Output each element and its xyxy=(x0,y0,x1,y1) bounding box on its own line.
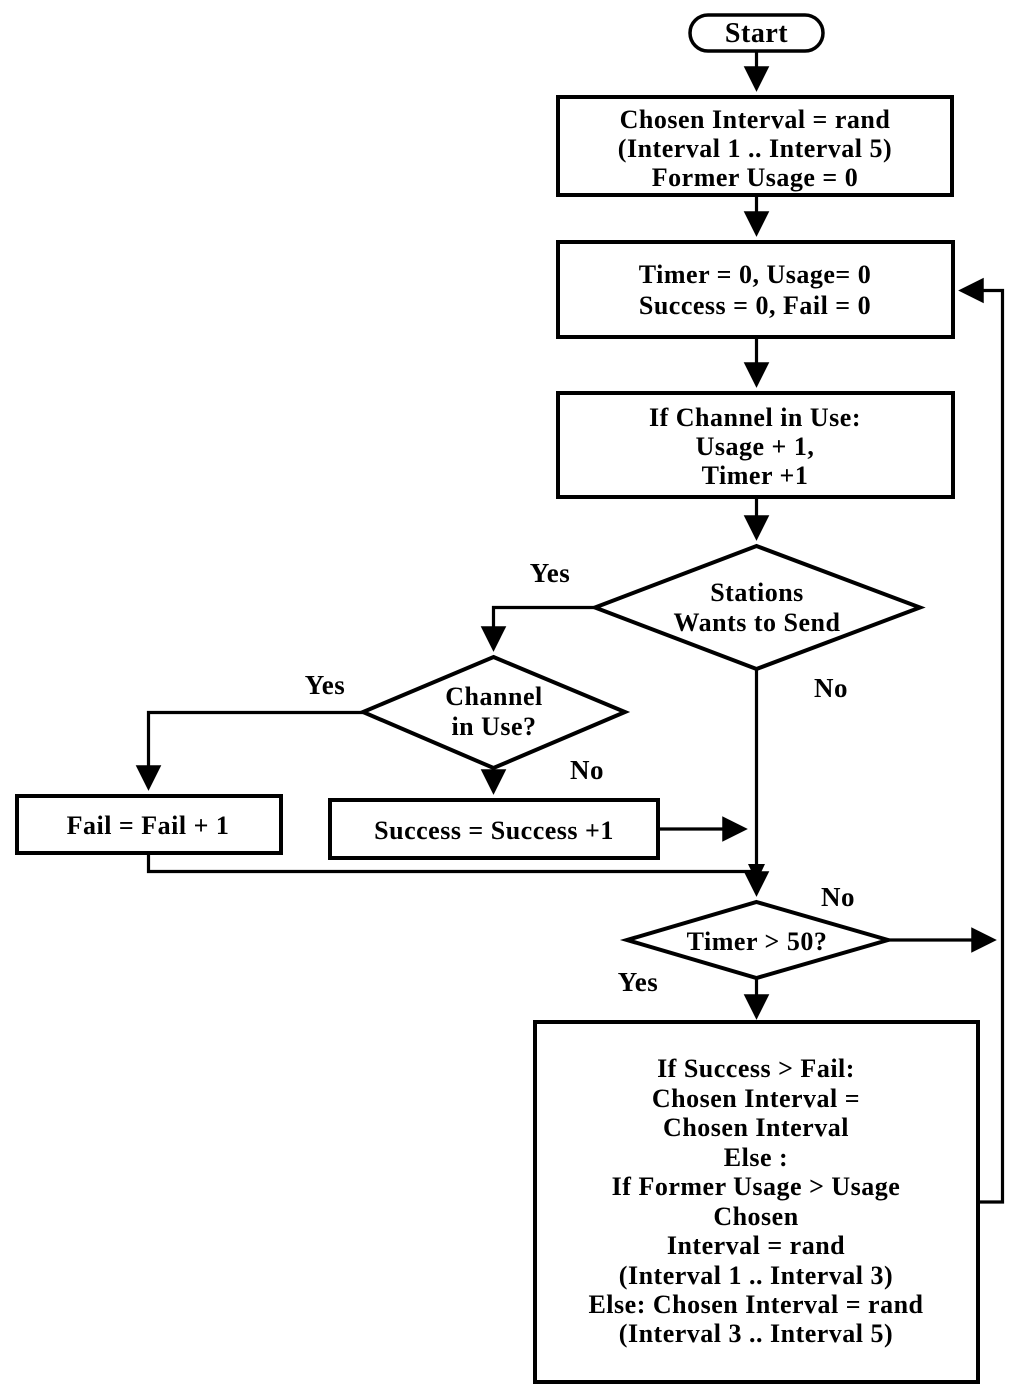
init-box-shape xyxy=(556,95,954,197)
channel-use-line-2: Usage + 1, xyxy=(696,432,815,461)
channel-use-line-1: If Channel in Use: xyxy=(649,403,861,432)
fail-label: Fail = Fail + 1 xyxy=(67,811,230,840)
channel-line-1: Channel xyxy=(445,682,542,711)
timer-no-label: No xyxy=(821,882,855,912)
start-label: Start xyxy=(725,18,788,49)
edge-channel-yes xyxy=(135,710,364,791)
node-start: Start xyxy=(688,13,825,53)
update-line-3: Chosen Interval xyxy=(663,1113,849,1142)
edge-stations-yes xyxy=(480,605,597,652)
node-fail: Fail = Fail + 1 xyxy=(15,794,283,855)
update-line-2: Chosen Interval = xyxy=(652,1084,860,1113)
stations-line-2: Wants to Send xyxy=(674,608,841,637)
node-success: Success = Success +1 xyxy=(328,798,660,860)
timer-yes-label: Yes xyxy=(618,967,659,997)
update-line-4: Else : xyxy=(724,1143,788,1172)
update-line-1: If Success > Fail: xyxy=(657,1054,855,1083)
stations-diamond-shape xyxy=(589,543,926,672)
update-line-10: (Interval 3 .. Interval 5) xyxy=(619,1319,893,1348)
update-box-shape xyxy=(533,1020,980,1384)
update-line-9: Else: Chosen Interval = rand xyxy=(588,1290,923,1319)
success-label: Success = Success +1 xyxy=(374,816,614,845)
reset-box-shape xyxy=(556,240,955,339)
stations-line-1: Stations xyxy=(710,578,804,607)
reset-line-1: Timer = 0, Usage= 0 xyxy=(639,260,871,289)
update-line-8: (Interval 1 .. Interval 3) xyxy=(619,1261,893,1290)
timer-diamond-shape xyxy=(619,899,896,981)
stations-no-label: No xyxy=(814,673,848,703)
node-channel-decision: Channel in Use? xyxy=(357,654,631,771)
branch-labels: Yes No Yes No No Yes xyxy=(305,558,855,997)
channel-line-2: in Use? xyxy=(451,712,536,741)
channel-yes-label: Yes xyxy=(305,670,346,700)
fail-box-shape xyxy=(15,794,283,855)
init-line-1: Chosen Interval = rand xyxy=(620,105,891,134)
channel-use-line-3: Timer +1 xyxy=(702,461,809,490)
node-reset: Timer = 0, Usage= 0 Success = 0, Fail = … xyxy=(556,240,955,339)
success-box-shape xyxy=(328,798,660,860)
edge-fail-merge xyxy=(146,853,754,874)
node-timer-decision: Timer > 50? xyxy=(619,899,896,981)
node-init: Chosen Interval = rand (Interval 1 .. In… xyxy=(556,95,954,197)
channel-no-label: No xyxy=(570,755,604,785)
init-line-2: (Interval 1 .. Interval 5) xyxy=(618,134,892,163)
channel-diamond-shape xyxy=(357,654,631,771)
start-terminator-shape xyxy=(688,13,825,53)
update-line-7: Interval = rand xyxy=(667,1231,845,1260)
reset-line-2: Success = 0, Fail = 0 xyxy=(639,291,871,320)
node-channel-use: If Channel in Use: Usage + 1, Timer +1 xyxy=(556,391,955,499)
edge-feedback-loop xyxy=(958,277,1005,1204)
node-update: If Success > Fail: Chosen Interval = Cho… xyxy=(533,1020,980,1384)
stations-yes-label: Yes xyxy=(530,558,571,588)
update-line-5: If Former Usage > Usage xyxy=(612,1172,901,1201)
node-stations-decision: Stations Wants to Send xyxy=(589,543,926,672)
fail-merge-junction-arrow xyxy=(748,864,765,882)
channel-use-box-shape xyxy=(556,391,955,499)
timer-label: Timer > 50? xyxy=(687,927,828,956)
edges xyxy=(135,50,1005,1204)
update-line-6: Chosen xyxy=(713,1202,798,1231)
init-line-3: Former Usage = 0 xyxy=(652,163,858,192)
